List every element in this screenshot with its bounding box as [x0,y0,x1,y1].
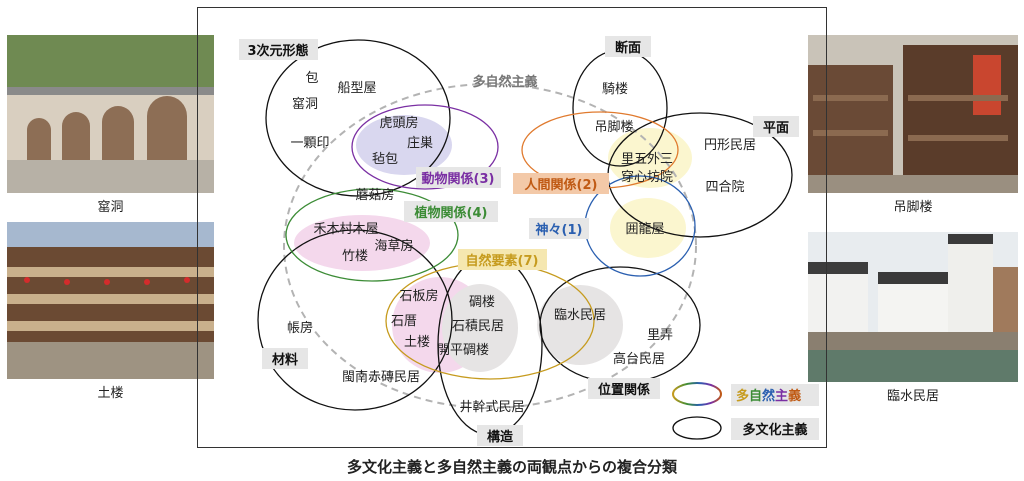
svg-text:神々(1): 神々(1) [536,222,583,238]
svg-text:3次元形態: 3次元形態 [247,43,308,59]
svg-text:平面: 平面 [763,121,789,136]
item-liwu: 里五外三 [621,152,673,167]
item-jinggan: 井幹式民居 [459,399,524,415]
diagram-frame [197,7,827,448]
item-diaolou: 碉楼 [469,295,495,310]
tag-human: 人間関係(2) [513,173,609,194]
tag-plan: 平面 [753,116,799,137]
animal-fill [356,115,452,175]
svg-text:多自然主義: 多自然主義 [736,388,801,404]
svg-text:材料: 材料 [272,352,298,368]
tag-material: 材料 [262,348,308,369]
item-felt-bao: 毡包 [372,152,398,167]
svg-text:植物関係(4): 植物関係(4) [414,205,488,221]
caption-diaojiaolou: 吊脚楼 [893,200,933,215]
item-seaweed: 海草房 [374,238,413,254]
plant-ellipse [285,188,459,282]
item-yaodong: 窰洞 [292,96,318,112]
svg-text:断面: 断面 [615,40,641,56]
figure-title: 多文化主義と多自然主義の両観点からの複合分類 [346,458,677,476]
item-stone-house: 石積民居 [452,319,504,334]
form3d-ellipse [265,39,451,197]
item-yikeyin: 一顆印 [290,136,329,151]
item-stoneboard: 石板房 [399,288,438,304]
item-circle-house: 円形民居 [704,138,756,153]
svg-text:位置関係: 位置関係 [598,382,650,398]
item-bao: 包 [305,71,318,86]
gods-fill [610,198,686,258]
legend-nature-ellipse [672,382,722,406]
item-kaiping: 開平碉楼 [437,343,489,358]
tag-form3d: 3次元形態 [239,39,318,60]
item-platform: 高台民居 [613,351,665,367]
item-linong: 里弄 [647,328,673,343]
tag-animal: 動物関係(3) [416,167,501,188]
svg-text:構造: 構造 [487,429,514,445]
svg-text:動物関係(3): 動物関係(3) [422,171,495,187]
multi-nature-label: 多自然主義 [472,74,537,90]
location-fill [537,285,623,365]
item-chuanxin: 穿心坊院 [621,169,673,185]
caption-tulou: 土楼 [97,386,124,401]
svg-text:多文化主義: 多文化主義 [742,422,807,438]
legend-culture-ellipse [672,416,722,440]
human-fill [608,128,692,188]
svg-text:自然要素(7): 自然要素(7) [466,253,539,269]
caption-waterside: 臨水民居 [886,389,939,404]
item-tulou: 土楼 [404,335,430,350]
legend-culture-label: 多文化主義 [731,418,819,440]
item-stonewall: 石厝 [391,314,417,329]
tag-natural: 自然要素(7) [458,249,547,270]
item-minnan: 閩南赤磚民居 [342,369,420,385]
photo-yaodong [7,35,214,193]
item-tiger-house: 虎頭房 [379,115,418,131]
tag-plant: 植物関係(4) [404,201,498,222]
item-siheyuan: 四合院 [705,180,744,195]
item-qilou: 騎楼 [602,82,628,97]
caption-yaodong: 窰洞 [97,200,124,215]
photo-tulou [7,222,214,379]
material-ellipse [257,229,453,411]
item-waterside: 臨水民居 [554,308,606,323]
tag-section: 断面 [605,36,651,57]
item-mushroom: 蘑菇房 [355,187,394,203]
tag-structure: 構造 [477,425,523,446]
multi-nature-boundary [283,83,697,409]
photo-waterside [808,232,1018,382]
tag-gods: 神々(1) [529,218,589,239]
item-weilong: 囲龍屋 [625,221,664,237]
item-zhuangchao: 庄巣 [407,135,433,151]
item-bamboo: 竹楼 [342,249,368,264]
item-tent: 帳房 [287,320,313,336]
item-boat-house: 船型屋 [337,81,376,96]
legend-nature-label: 多自然主義 [731,384,819,406]
item-mumu: 禾木村木屋 [313,222,378,237]
animal-ellipse [351,104,499,190]
stone-fill [442,284,518,372]
photo-diaojiaolou [808,35,1018,193]
svg-text:人間関係(2): 人間関係(2) [525,177,598,193]
item-diaojiaolou: 吊脚楼 [594,119,633,135]
tag-location: 位置関係 [588,378,660,399]
plant-fill [294,215,430,271]
